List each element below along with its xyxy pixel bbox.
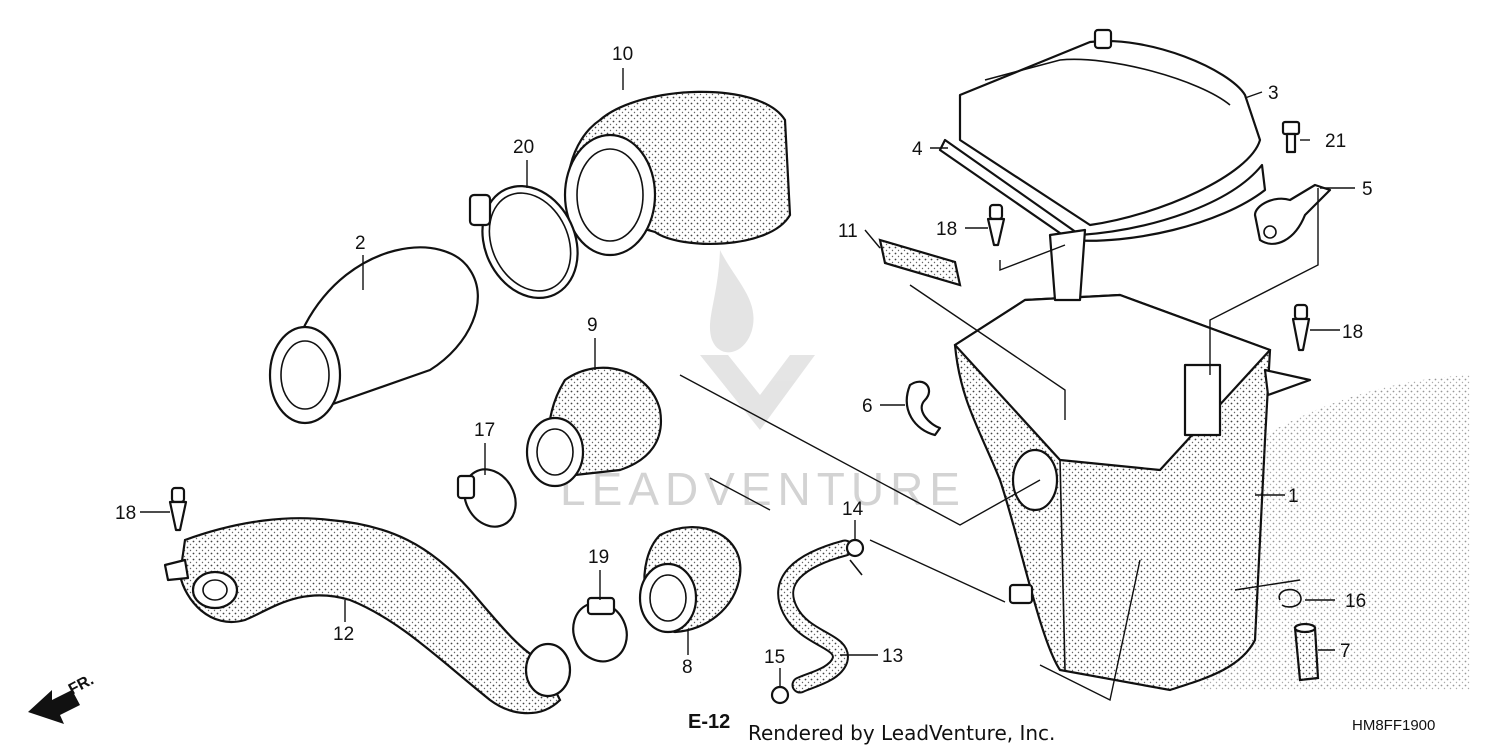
part-14-clip bbox=[845, 538, 865, 576]
part-18-fastener-c bbox=[168, 486, 188, 532]
callout-10: 10 bbox=[612, 44, 633, 65]
front-direction-indicator: FR. bbox=[28, 671, 97, 724]
part-2-filter-cage bbox=[268, 246, 479, 425]
callout-14: 14 bbox=[842, 499, 864, 520]
callout-18-left: 18 bbox=[115, 503, 136, 524]
callout-16: 16 bbox=[1345, 591, 1366, 612]
callout-3: 3 bbox=[1268, 83, 1279, 104]
callout-2: 2 bbox=[355, 233, 366, 254]
part-13-hose bbox=[777, 539, 854, 694]
callout-11: 11 bbox=[838, 221, 858, 242]
callout-8: 8 bbox=[682, 657, 693, 678]
callout-20: 20 bbox=[513, 137, 534, 158]
callout-4: 4 bbox=[912, 139, 923, 160]
callout-7: 7 bbox=[1340, 641, 1351, 662]
watermark: LEADVENTURE bbox=[560, 250, 960, 515]
part-11-sponge bbox=[878, 238, 962, 287]
rendered-by-text: Rendered by LeadVenture, Inc. bbox=[748, 721, 1055, 745]
part-8-joint bbox=[638, 526, 742, 634]
callout-13: 13 bbox=[882, 646, 903, 667]
part-3-cover bbox=[958, 28, 1262, 227]
part-18-fastener-b bbox=[1291, 303, 1311, 352]
callout-6: 6 bbox=[862, 396, 873, 417]
part-17-clamp bbox=[456, 468, 517, 528]
part-18-fastener-a bbox=[986, 203, 1006, 247]
callout-18-right: 18 bbox=[1342, 322, 1363, 343]
part-1-air-cleaner-case bbox=[953, 228, 1312, 692]
arrow-left-icon bbox=[28, 690, 80, 724]
part-21-bolt bbox=[1281, 120, 1301, 154]
part-12-intake-duct bbox=[163, 517, 572, 715]
callout-5: 5 bbox=[1362, 179, 1373, 200]
part-7-drain-plug bbox=[1293, 622, 1320, 682]
callout-15: 15 bbox=[764, 647, 785, 668]
part-20-clamp bbox=[468, 184, 579, 300]
callout-21: 21 bbox=[1325, 131, 1346, 152]
callout-1: 1 bbox=[1288, 486, 1299, 507]
callout-9: 9 bbox=[587, 315, 598, 336]
part-6-holder bbox=[905, 380, 942, 437]
part-19-clamp bbox=[572, 596, 628, 663]
diagram-code: HM8FF1900 bbox=[1352, 717, 1435, 734]
callout-18-top: 18 bbox=[936, 219, 957, 240]
part-9-connecting-tube bbox=[525, 366, 663, 488]
callout-19: 19 bbox=[588, 547, 609, 568]
callout-12: 12 bbox=[333, 624, 354, 645]
part-4-seal bbox=[938, 138, 1267, 242]
part-5-bracket bbox=[1253, 183, 1332, 245]
reference-code: E-12 bbox=[688, 711, 730, 733]
callout-17: 17 bbox=[474, 420, 495, 441]
leader-lines bbox=[140, 68, 1355, 702]
part-16-clip bbox=[1278, 588, 1302, 608]
part-15-clip bbox=[770, 685, 790, 705]
callout-labels: 3 4 21 5 18 11 18 6 1 16 7 10 20 2 9 17 … bbox=[115, 44, 1373, 678]
part-10-filter-element bbox=[563, 90, 792, 257]
